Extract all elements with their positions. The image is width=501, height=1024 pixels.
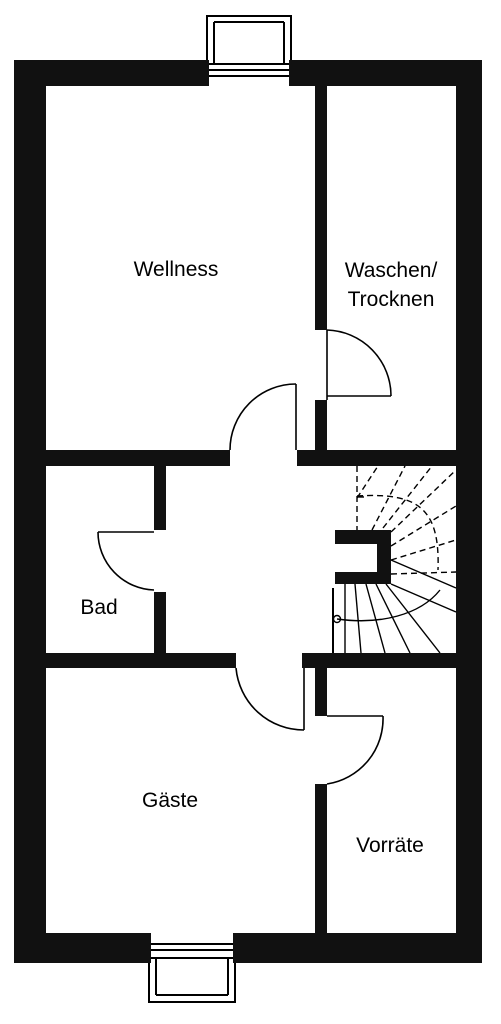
door-wellness bbox=[229, 383, 297, 451]
door-gaeste bbox=[235, 667, 305, 731]
doors bbox=[97, 329, 392, 785]
room-label-gaeste: Gäste bbox=[142, 789, 198, 812]
room-label-waschen-line2: Trocknen bbox=[348, 288, 435, 311]
room-label-vorraete: Vorräte bbox=[356, 834, 424, 857]
door-bad bbox=[97, 531, 155, 591]
staircase bbox=[332, 465, 457, 654]
stairs-upper-dashed bbox=[356, 465, 457, 575]
outer-walls bbox=[14, 60, 482, 963]
room-label-waschen-line1: Waschen/ bbox=[345, 259, 438, 282]
room-label-wellness: Wellness bbox=[134, 258, 219, 281]
window-top bbox=[206, 15, 292, 77]
interior-walls bbox=[46, 86, 456, 933]
stairs-lower-solid bbox=[332, 559, 457, 654]
door-waschen bbox=[326, 329, 392, 400]
door-vorraete bbox=[326, 715, 384, 785]
room-label-bad: Bad bbox=[80, 596, 117, 619]
window-bottom bbox=[148, 943, 236, 1003]
